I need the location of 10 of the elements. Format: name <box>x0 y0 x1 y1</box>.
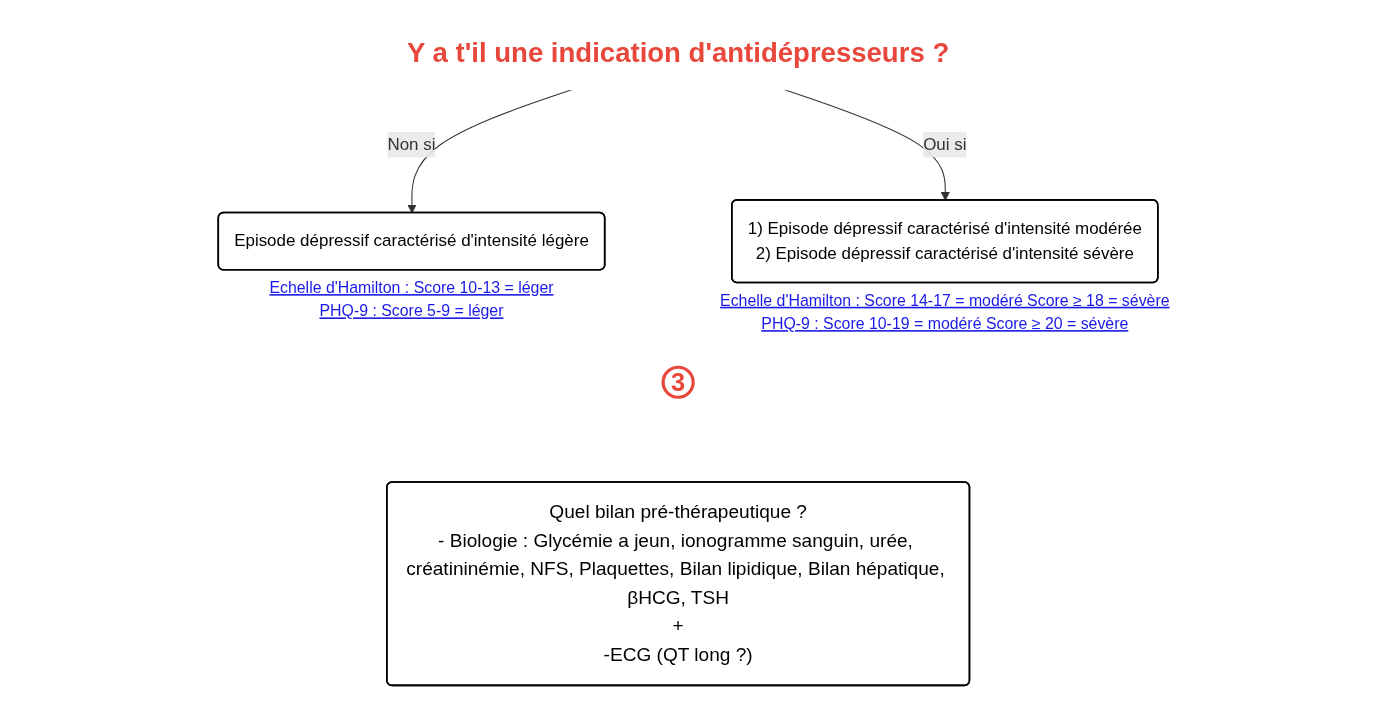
edge-label: Oui si <box>923 135 967 154</box>
arrow <box>407 89 573 214</box>
score-note: PHQ-9 : Score 5-9 = léger <box>319 302 504 320</box>
node-text: Y a t'il une indication d'antidépresseurs ? <box>407 36 950 69</box>
edge-label: Non si <box>387 135 436 154</box>
score-note: PHQ-9 : Score 10-19 = modéré Score ≥ 20 = sévère <box>761 315 1129 333</box>
score-note: Echelle d'Hamilton : Score 10-13 = léger <box>269 279 554 297</box>
arrow <box>784 89 950 201</box>
score-note: Echelle d'Hamilton : Score 14-17 = modéré Score ≥ 18 = sévère <box>720 291 1170 309</box>
node-circle: 3 <box>661 365 695 399</box>
